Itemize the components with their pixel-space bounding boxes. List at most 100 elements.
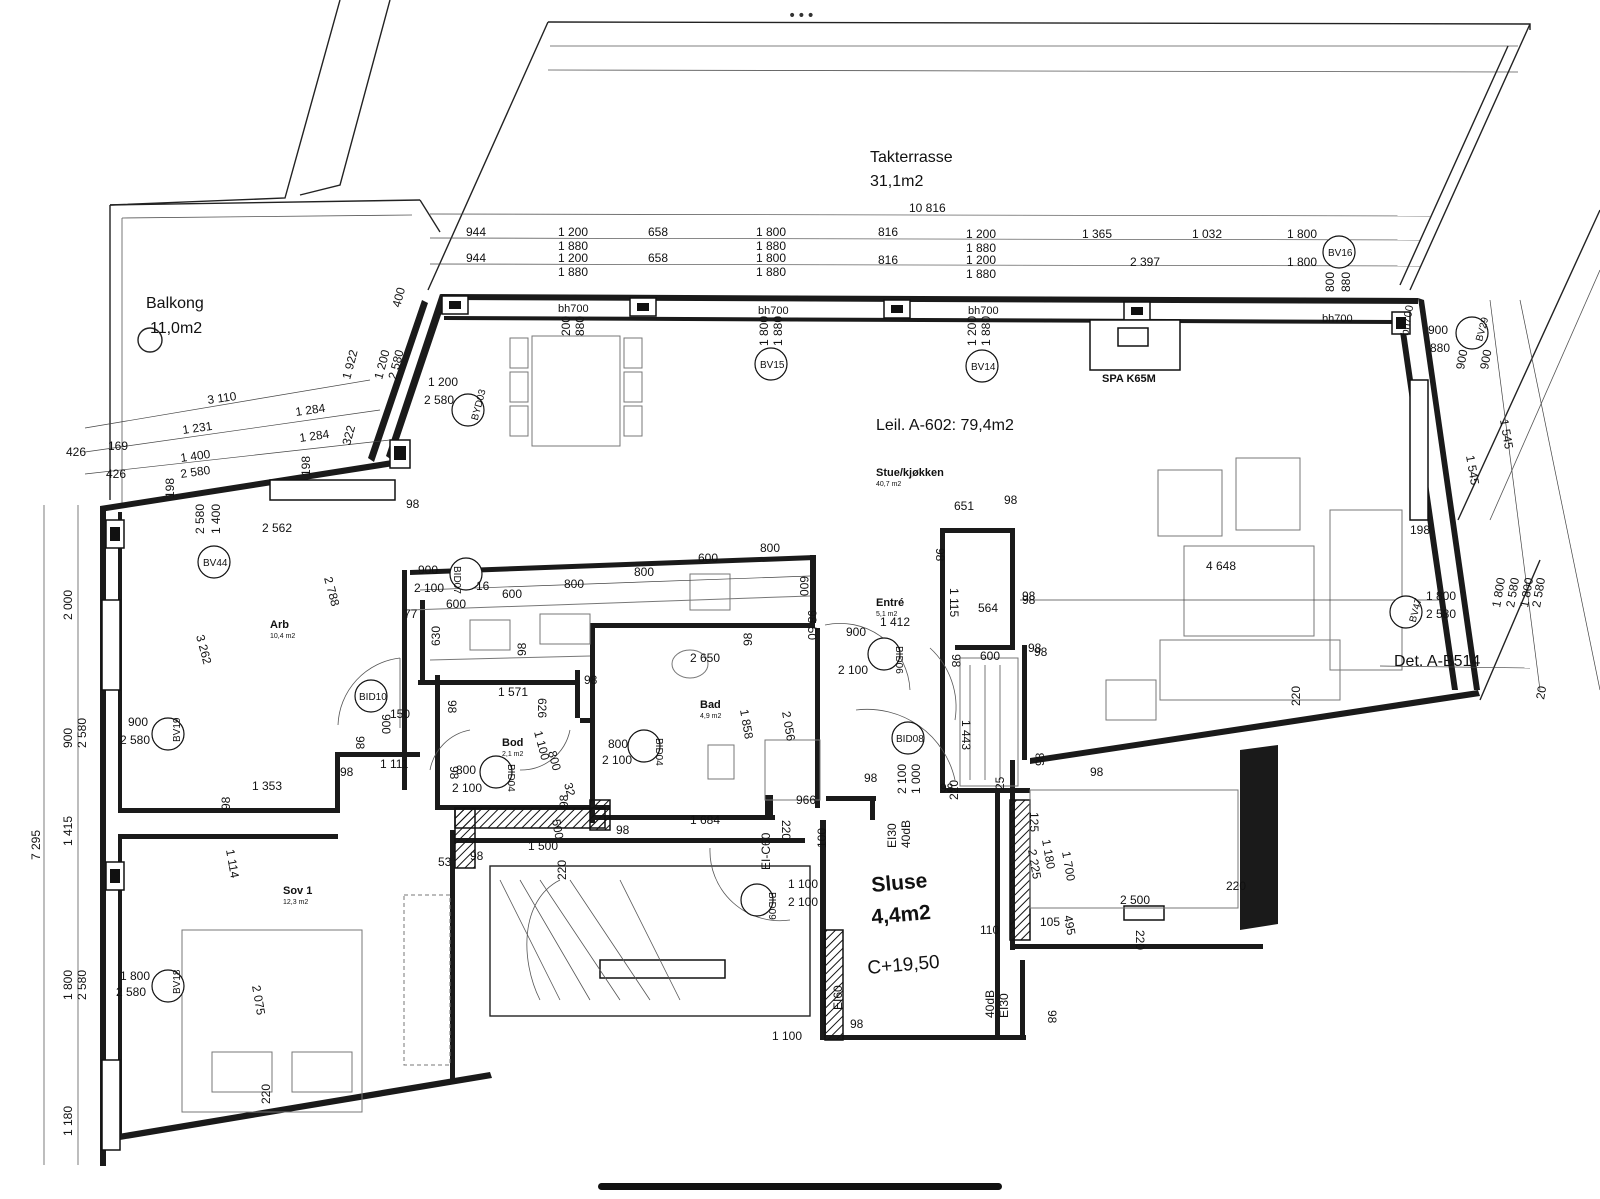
svg-text:2 580: 2 580: [120, 733, 150, 747]
svg-text:BV15: BV15: [760, 360, 785, 371]
svg-text:169: 169: [108, 439, 128, 453]
svg-text:2 580: 2 580: [1503, 576, 1522, 608]
svg-text:2 225: 2 225: [1025, 848, 1044, 880]
svg-text:BID04: BID04: [653, 738, 664, 766]
svg-text:1 880: 1 880: [756, 239, 786, 253]
svg-text:900: 900: [379, 714, 393, 734]
svg-text:600: 600: [797, 576, 811, 596]
ei60-a: EI-C60: [759, 832, 773, 870]
svg-text:800: 800: [608, 737, 628, 751]
svg-text:10 816: 10 816: [909, 201, 946, 215]
db40-top: 40dB: [899, 820, 913, 848]
svg-text:105: 105: [1040, 915, 1060, 929]
svg-text:1 571: 1 571: [498, 685, 528, 699]
sluse-level: C+19,50: [867, 952, 941, 979]
balkong-area: 11,0m2: [150, 320, 202, 337]
svg-text:3 262: 3 262: [193, 633, 214, 666]
home-indicator[interactable]: [598, 1183, 1002, 1190]
svg-text:800: 800: [760, 541, 780, 555]
ei30-bot: EI30: [997, 993, 1011, 1018]
svg-text:1 114: 1 114: [223, 848, 242, 879]
sov-area: 12,3 m2: [283, 899, 308, 906]
tag-bv19: BV19: [151, 717, 185, 751]
svg-text:2 100: 2 100: [452, 781, 482, 795]
svg-text:1 412: 1 412: [880, 615, 910, 629]
svg-text:1 200: 1 200: [966, 227, 996, 241]
sluse-name: Sluse: [870, 869, 928, 897]
svg-text:98: 98: [1022, 589, 1036, 603]
svg-text:1 880: 1 880: [771, 316, 785, 346]
svg-text:2 100: 2 100: [602, 753, 632, 767]
svg-text:1 800: 1 800: [756, 225, 786, 239]
svg-text:98: 98: [557, 794, 571, 808]
svg-text:1 100: 1 100: [788, 877, 818, 891]
svg-text:1 415: 1 415: [61, 816, 75, 846]
svg-text:426: 426: [106, 467, 126, 481]
svg-text:900: 900: [1477, 348, 1494, 370]
svg-text:1 180: 1 180: [61, 1106, 75, 1136]
svg-text:1 858: 1 858: [737, 708, 756, 740]
svg-text:bh700: bh700: [1399, 304, 1416, 336]
tag-bid04b: BID04: [627, 729, 664, 766]
svg-text:2 580: 2 580: [75, 970, 89, 1000]
svg-text:1 180: 1 180: [1039, 838, 1058, 870]
svg-text:98 50: 98 50: [805, 610, 819, 640]
svg-text:900: 900: [418, 563, 438, 577]
takterrasse-name: Takterrasse: [870, 149, 953, 166]
tag-bv18: BV18: [151, 969, 185, 1003]
svg-text:98: 98: [1045, 1010, 1059, 1024]
svg-text:1 800: 1 800: [61, 970, 75, 1000]
svg-text:BID04: BID04: [505, 764, 516, 792]
svg-text:bh700: bh700: [558, 303, 589, 315]
tag-bv44: BV44: [197, 545, 231, 579]
svg-text:1 200: 1 200: [966, 253, 996, 267]
svg-text:880: 880: [1430, 341, 1450, 355]
svg-text:98: 98: [515, 642, 529, 656]
bad-name: Bad: [700, 699, 721, 711]
svg-text:2 580: 2 580: [424, 393, 454, 407]
svg-text:600: 600: [502, 587, 522, 601]
svg-text:bh700: bh700: [758, 305, 789, 317]
tag-bid04a: BID04: [479, 755, 516, 792]
svg-text:98: 98: [940, 781, 954, 795]
svg-text:1 545: 1 545: [1497, 418, 1516, 450]
windows: [101, 295, 1429, 1151]
svg-text:2 075: 2 075: [249, 984, 268, 1016]
svg-text:98: 98: [584, 673, 598, 687]
svg-text:1 111: 1 111: [380, 757, 409, 771]
svg-text:100: 100: [815, 828, 829, 848]
svg-text:2 500: 2 500: [1120, 893, 1150, 907]
svg-text:1 200: 1 200: [428, 375, 458, 389]
svg-text:2 580: 2 580: [1426, 607, 1456, 621]
svg-text:150: 150: [390, 707, 410, 721]
tag-byd03: BYD03: [451, 388, 489, 427]
svg-text:98: 98: [353, 736, 367, 750]
dimension-lines: [43, 213, 1600, 1165]
svg-text:1 443: 1 443: [959, 720, 973, 750]
svg-text:110: 110: [980, 923, 999, 937]
fire-ratings: EI30 40dB EI-C60 EI60 EI30 40dB: [759, 820, 1011, 1018]
svg-text:bh700: bh700: [1322, 313, 1353, 325]
svg-text:651: 651: [954, 499, 974, 513]
ei30-top: EI30: [885, 823, 899, 848]
svg-text:2 000: 2 000: [61, 590, 75, 620]
svg-text:600: 600: [698, 551, 718, 565]
svg-text:800: 800: [634, 565, 654, 579]
svg-text:BV16: BV16: [1328, 248, 1353, 259]
svg-text:426: 426: [66, 445, 86, 459]
svg-text:1 032: 1 032: [1192, 227, 1222, 241]
svg-text:198: 198: [299, 456, 313, 476]
svg-text:98: 98: [1033, 752, 1047, 766]
svg-text:944: 944: [466, 251, 486, 265]
top-dots: •••: [788, 8, 816, 24]
svg-text:BV19: BV19: [172, 717, 183, 742]
svg-text:500: 500: [549, 818, 566, 840]
svg-text:2 650: 2 650: [690, 651, 720, 665]
arb-name: Arb: [270, 619, 289, 631]
svg-text:220: 220: [779, 820, 793, 840]
svg-text:1 231: 1 231: [181, 419, 213, 437]
tag-bid09: BID09: [740, 883, 777, 920]
tag-bv47: BV47: [1389, 595, 1425, 629]
svg-text:198: 198: [163, 478, 177, 498]
